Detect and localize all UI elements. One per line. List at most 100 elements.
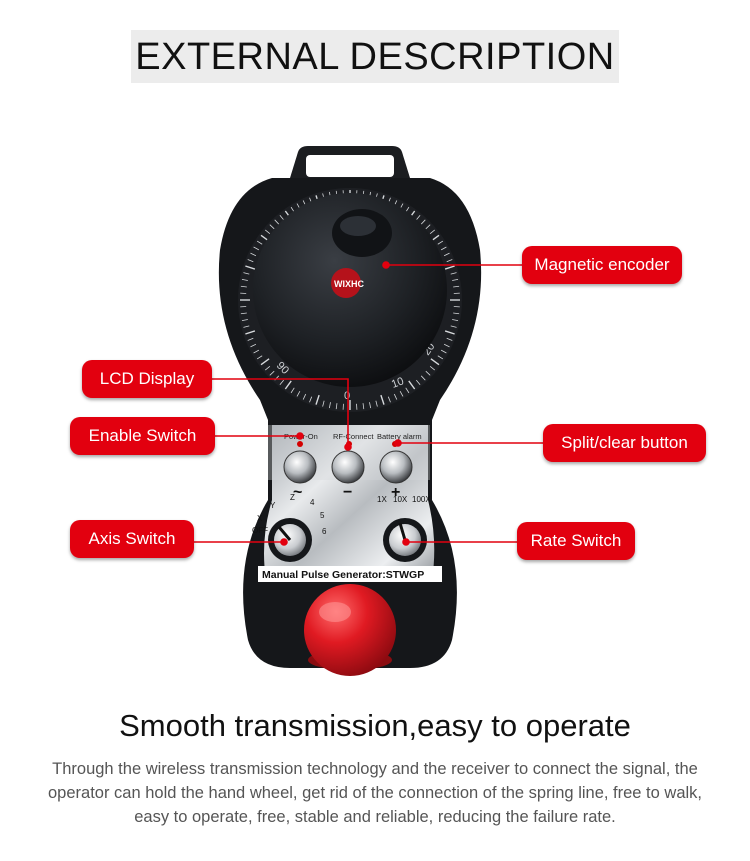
dial-tick	[440, 246, 447, 251]
dial-tick	[399, 390, 404, 397]
dial-tick	[335, 403, 338, 410]
split-clear-button-knob[interactable]	[379, 450, 413, 484]
dial-tick	[380, 394, 385, 405]
enable-button[interactable]	[283, 450, 317, 484]
dial-tick	[315, 394, 320, 405]
dial-tick	[415, 379, 421, 386]
brand-logo-text: WIXHC	[334, 279, 364, 289]
dial-tick	[452, 319, 459, 322]
dial-tick	[247, 259, 254, 263]
dial-tick	[393, 393, 398, 400]
dial-tick	[387, 396, 391, 403]
dial-tick	[453, 312, 460, 315]
dial-tick	[241, 278, 248, 281]
section-subtitle: Smooth transmission,easy to operate	[119, 708, 631, 743]
indicator-label: RF-Connect	[333, 432, 374, 441]
dial-tick	[274, 219, 280, 225]
dial-tick	[290, 387, 295, 394]
callout-lcd-display: LCD Display	[82, 360, 212, 398]
dial-tick	[253, 349, 260, 354]
dial-tick	[446, 259, 453, 263]
lcd-button[interactable]	[331, 450, 365, 484]
dial-tick	[446, 337, 453, 341]
dial-tick	[284, 380, 292, 390]
axis-position: 5	[320, 511, 325, 520]
dial-tick	[450, 272, 457, 275]
dial-tick	[452, 278, 459, 281]
dial-tick	[264, 365, 271, 371]
dial-tick	[243, 272, 250, 275]
dial-tick	[256, 355, 263, 360]
product-illustration: 80 90 0 10 20 WIXHC Power-On RF-Connect …	[194, 146, 545, 676]
callout-split-clear-button: Split/clear button	[543, 424, 706, 462]
dial-tick	[279, 379, 285, 386]
dial-tick	[322, 400, 325, 407]
dial-tick	[247, 337, 254, 341]
dial-ticks	[240, 190, 460, 410]
dial-tick	[429, 229, 436, 235]
axis-position: 4	[310, 498, 315, 507]
power-led	[297, 441, 303, 447]
dial-tick	[240, 285, 247, 288]
dial-tick	[437, 355, 444, 360]
callout-axis-switch: Axis Switch	[70, 520, 194, 558]
dial-tick	[425, 224, 431, 230]
button-sign: −	[343, 484, 352, 501]
dial-tick	[309, 396, 313, 403]
axis-position: OFF	[252, 526, 268, 535]
dial-tick	[444, 330, 455, 335]
dial-tick	[453, 285, 460, 288]
dial-tick	[362, 403, 365, 410]
axis-position: Y	[270, 501, 276, 510]
leader-lines	[194, 261, 545, 546]
dial-tick	[250, 343, 257, 348]
dial-tick	[256, 240, 263, 245]
dial-tick	[245, 265, 256, 270]
dial-tick	[296, 390, 301, 397]
dial-tick	[420, 219, 426, 225]
dial-tick	[443, 343, 450, 348]
emergency-stop-button[interactable]	[304, 584, 396, 676]
dial-tick	[425, 370, 431, 376]
dial-tick	[279, 214, 285, 221]
dial-tick	[302, 393, 307, 400]
dial-tick	[328, 402, 331, 409]
rate-position: 100X	[412, 495, 431, 504]
dial-tick	[444, 265, 455, 270]
dial-number: 10	[390, 375, 406, 390]
dial-tick	[420, 375, 426, 381]
dial-tick	[415, 214, 421, 221]
axis-position: Z	[290, 493, 295, 502]
dial-tick	[437, 240, 444, 245]
dial-tick	[450, 325, 457, 328]
dial-tick	[250, 252, 257, 257]
dial-tick	[240, 312, 247, 315]
callout-rate-switch: Rate Switch	[517, 522, 635, 560]
page-heading: EXTERNAL DESCRIPTION	[131, 30, 619, 83]
dial-tick	[241, 319, 248, 322]
dial-tick	[405, 387, 410, 394]
dial-tick	[264, 229, 271, 235]
dial-tick	[253, 246, 260, 251]
dial-tick	[269, 370, 275, 376]
dial-tick	[369, 402, 372, 409]
rate-position: 10X	[393, 495, 408, 504]
dial-tick	[375, 400, 378, 407]
dial-tick	[430, 358, 440, 366]
description-paragraph: Through the wireless transmission techno…	[48, 760, 702, 826]
dial-number: 0	[344, 390, 350, 402]
dial-tick	[443, 252, 450, 257]
button-sign: ~	[293, 484, 302, 501]
button-sign: +	[391, 484, 400, 501]
dial-tick	[245, 330, 256, 335]
dial-tick	[243, 325, 250, 328]
heading-wrap: EXTERNAL DESCRIPTION	[0, 30, 750, 83]
axis-position: 6	[322, 527, 327, 536]
dial-tick	[440, 349, 447, 354]
dial-tick	[408, 380, 416, 390]
dial-tick	[269, 224, 275, 230]
rate-position: 1X	[377, 495, 387, 504]
dial-tick	[260, 358, 270, 366]
brand-logo	[331, 268, 361, 298]
dial-tick	[429, 365, 436, 371]
